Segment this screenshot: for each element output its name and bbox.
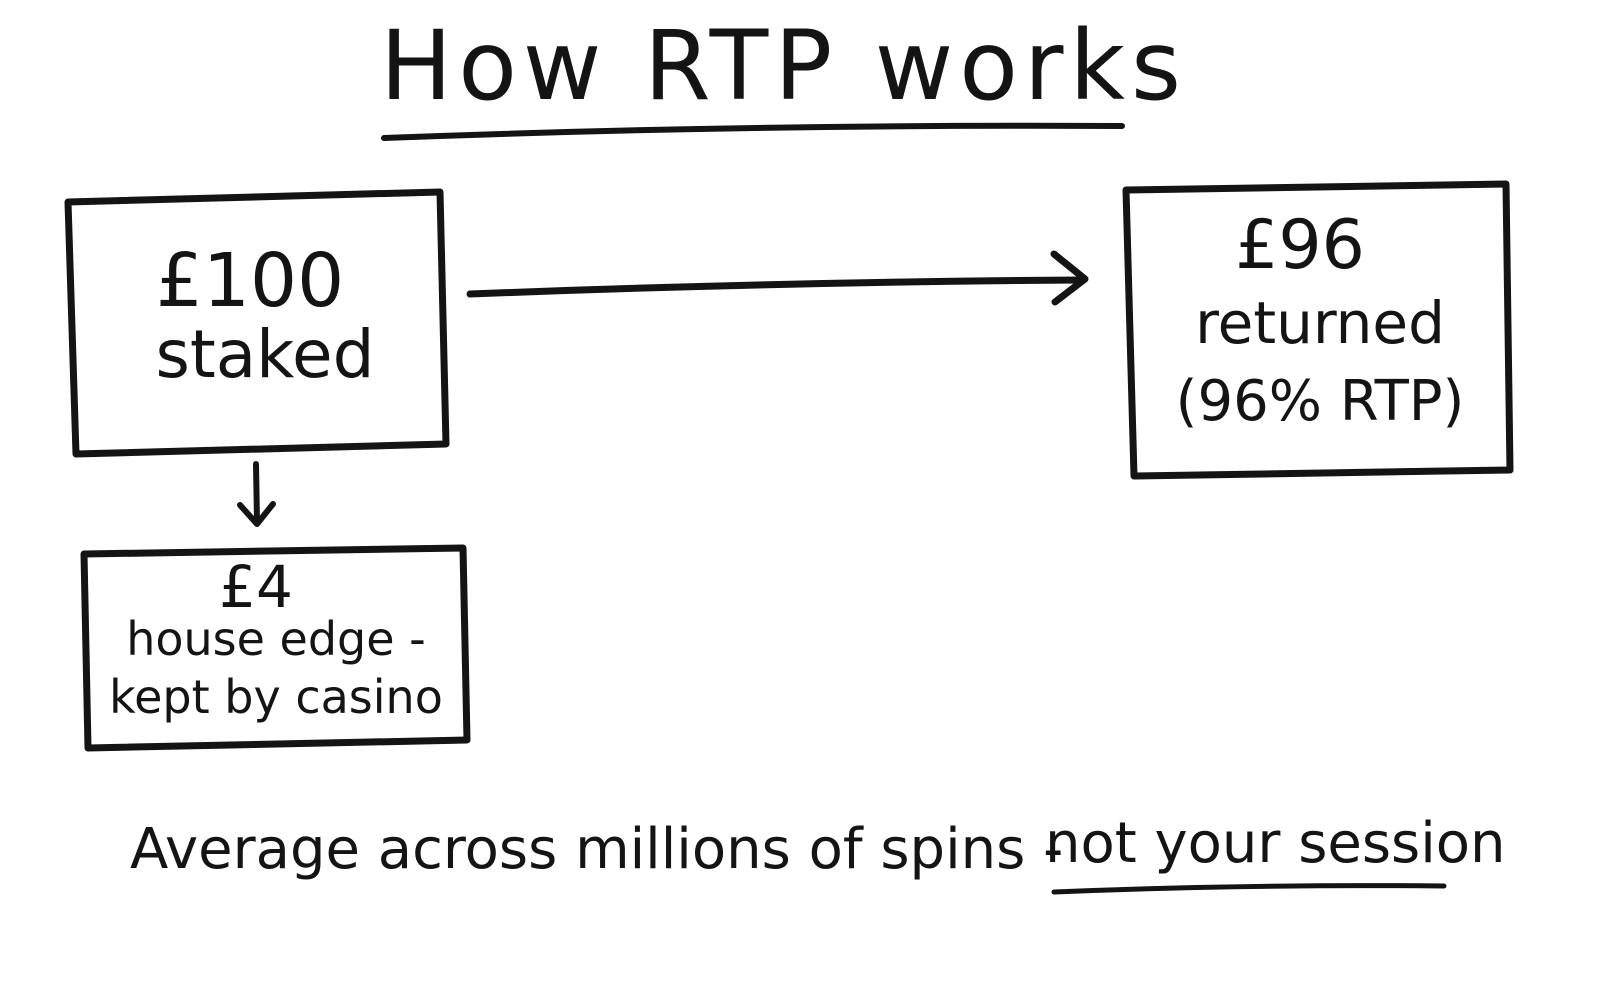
rtp-note: (96% RTP) [1175, 369, 1465, 434]
house-edge-amount: £4 [219, 553, 293, 621]
title-underline [381, 122, 1125, 141]
returned-label: returned [1195, 289, 1445, 357]
arrow-down-icon [237, 461, 276, 527]
page-title: How RTP works [380, 10, 1188, 122]
returned-box [1122, 180, 1514, 480]
footer-note: Average across millions of spins - [130, 817, 1064, 882]
house-edge-label: house edge - [126, 612, 426, 666]
footer-emphasis-underline [1051, 883, 1447, 895]
footer-emphasis: not your session [1045, 811, 1506, 876]
returned-amount: £96 [1235, 206, 1365, 285]
house-edge-box [80, 544, 471, 752]
staked-amount: £100 [155, 238, 345, 324]
staked-box [64, 188, 450, 458]
house-edge-description: kept by casino [109, 670, 443, 724]
staked-label: staked [155, 316, 375, 393]
arrow-right-icon [466, 250, 1089, 306]
